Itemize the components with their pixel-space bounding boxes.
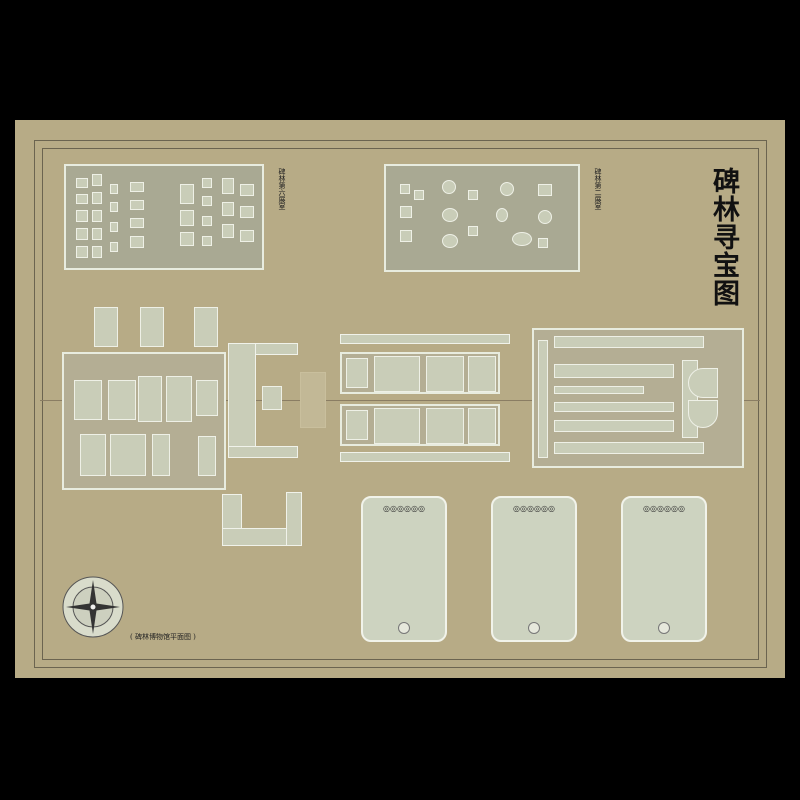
info-panel-2[interactable]: ◎◎◎◎◎◎ (491, 496, 577, 642)
exhibition-room-2[interactable] (384, 164, 580, 272)
panel-heading-dots: ◎◎◎◎◎◎ (643, 504, 685, 513)
panel-seal (398, 622, 410, 634)
u-corridor-side (228, 343, 256, 457)
panel-text (371, 516, 437, 618)
u-corridor-bottom (228, 446, 298, 458)
central-hall-north[interactable] (340, 352, 500, 394)
panel-text (501, 516, 567, 618)
map-caption: ( 碑林博物馆平面图 ) (130, 633, 196, 641)
pavilion-block[interactable] (194, 307, 218, 347)
map-title: 碑林寻宝图 (708, 167, 739, 307)
south-colonnade (340, 452, 510, 462)
panel-seal (528, 622, 540, 634)
panel-seal (658, 622, 670, 634)
panel-text (631, 516, 697, 618)
central-hall-south[interactable] (340, 404, 500, 446)
info-panel-1[interactable]: ◎◎◎◎◎◎ (361, 496, 447, 642)
compass-rose-icon (62, 576, 124, 638)
pavilion-block[interactable] (140, 307, 164, 347)
exhibition-room-6[interactable] (64, 164, 264, 270)
panel-heading-dots: ◎◎◎◎◎◎ (513, 504, 555, 513)
room-2-label: 碑林第二展室 (594, 168, 602, 210)
east-block (300, 372, 326, 428)
pavilion-block[interactable] (94, 307, 118, 347)
room-6-label: 碑林第六展室 (278, 168, 286, 210)
west-courtyard[interactable] (62, 352, 226, 490)
central-pavilion[interactable] (262, 386, 282, 410)
inner-frame (42, 148, 759, 660)
panel-heading-dots: ◎◎◎◎◎◎ (383, 504, 425, 513)
outer-frame (34, 140, 767, 668)
north-colonnade (340, 334, 510, 344)
info-panel-3[interactable]: ◎◎◎◎◎◎ (621, 496, 707, 642)
l-corridor (286, 492, 302, 546)
east-hall[interactable] (532, 328, 744, 468)
central-axis-line (40, 400, 760, 401)
